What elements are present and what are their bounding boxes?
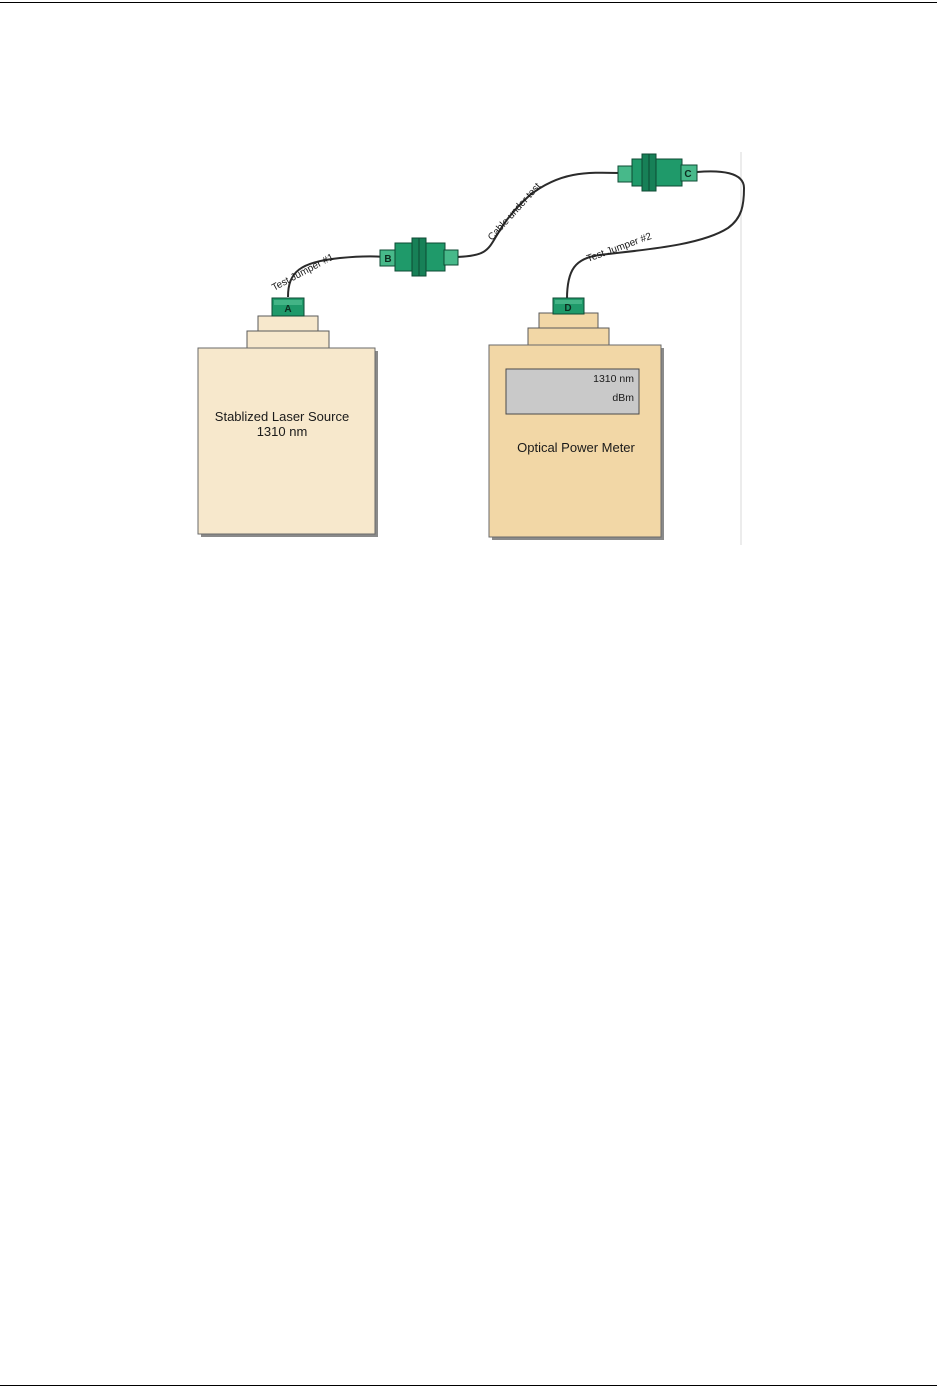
connector-d: D xyxy=(553,298,584,314)
power-meter-title: Optical Power Meter xyxy=(517,440,635,455)
laser-source-unit: Stablized Laser Source 1310 nm xyxy=(198,316,378,537)
connector-d-label: D xyxy=(564,303,571,314)
laser-port-step-top xyxy=(258,316,318,332)
cable-under-test-label: Cable under test xyxy=(486,181,543,243)
test-jumper-1-label: Test Jumper #1 xyxy=(270,252,336,294)
power-meter-unit: 1310 nm dBm Optical Power Meter xyxy=(489,313,664,540)
connector-c-label: C xyxy=(684,169,691,180)
laser-source-title: Stablized Laser Source xyxy=(215,409,349,424)
laser-port-step-bottom xyxy=(247,331,329,349)
connector-a-label: A xyxy=(284,304,291,315)
connector-b-label: B xyxy=(384,254,391,265)
laser-wavelength: 1310 nm xyxy=(257,424,308,439)
meter-port-step-bottom xyxy=(528,328,609,345)
connector-b-adapter: B xyxy=(380,238,458,276)
connector-a: A xyxy=(272,298,304,316)
meter-display-wavelength: 1310 nm xyxy=(593,373,634,385)
meter-port-step-top xyxy=(539,313,598,329)
test-jumper-2-label: Test Jumper #2 xyxy=(585,231,653,265)
connector-c-adapter: C xyxy=(618,154,697,191)
laser-body xyxy=(198,348,375,534)
meter-display-unit: dBm xyxy=(612,392,634,404)
